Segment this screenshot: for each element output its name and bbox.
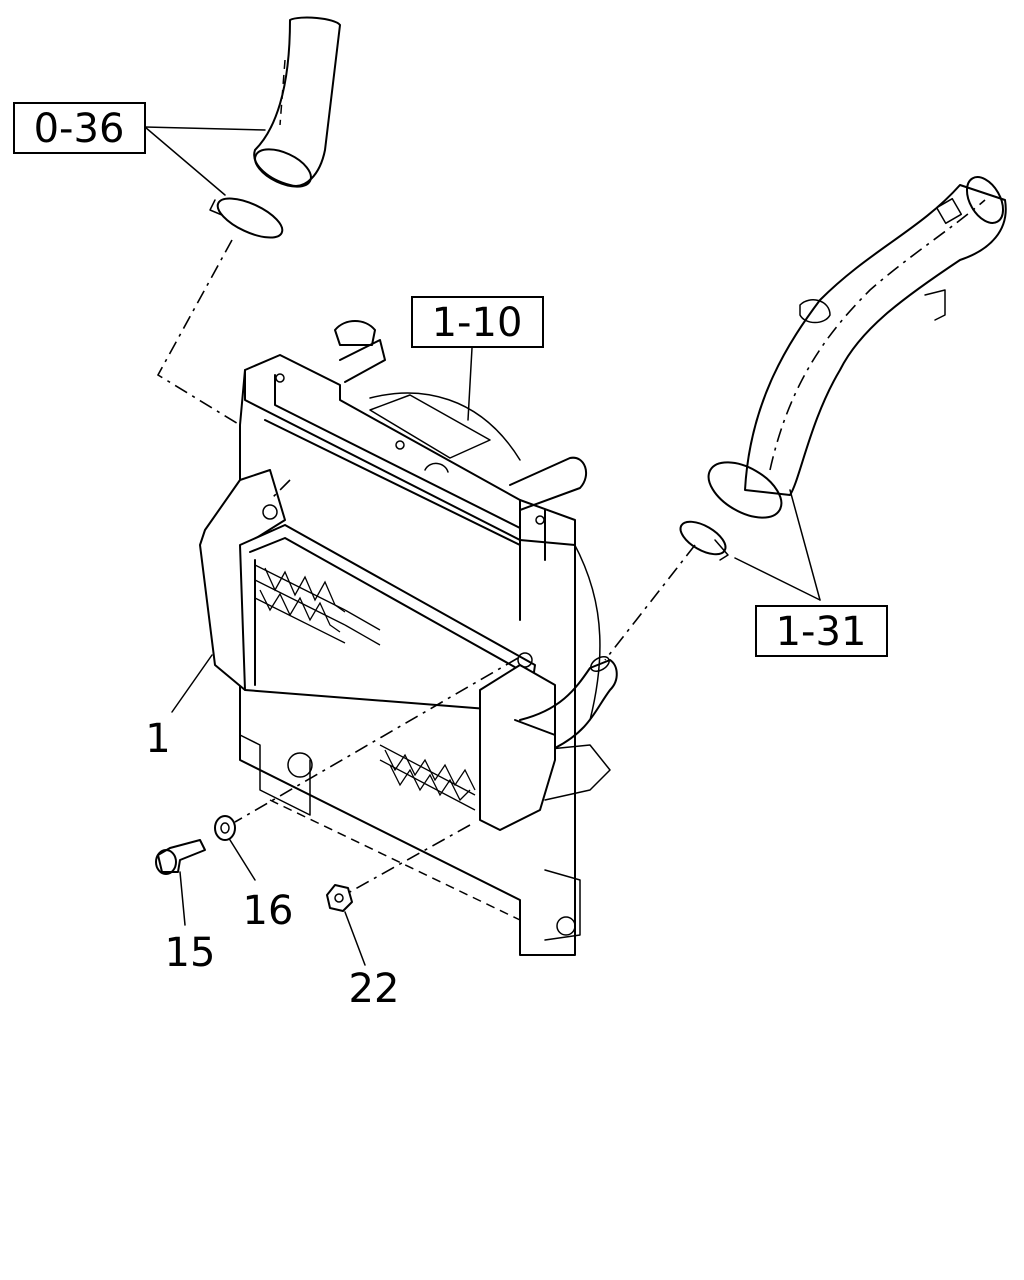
frame-bracket-right [539, 744, 611, 801]
upper-hose-mouth [254, 148, 312, 188]
intake-pipe-body [744, 184, 1007, 496]
radiator-top-tank-inner [274, 374, 521, 529]
drain-boss [287, 752, 313, 778]
ref-label-1-31: 1-31 [776, 609, 867, 655]
intake-pipe-clamp [679, 520, 727, 556]
ref-label-1-10: 1-10 [432, 300, 523, 346]
washer-outer [214, 815, 236, 841]
radiator-cap [334, 320, 376, 346]
leader-part-22 [344, 911, 366, 966]
align-washer-to-mount [234, 657, 519, 823]
fan-shroud-arc-top [369, 392, 521, 461]
frame-bottom-left [239, 734, 311, 816]
core-fins-upper [254, 564, 381, 646]
bolt-15 [155, 839, 206, 875]
radiator-label-plate [369, 394, 491, 459]
ref-box-1-31-frame [755, 605, 888, 657]
ref-label-0-36: 0-36 [34, 106, 125, 152]
intake-pipe-bracket [924, 289, 946, 321]
leader-part-15 [179, 871, 186, 926]
callout-part-22: 22 [349, 966, 400, 1012]
washer-inner [220, 822, 230, 834]
radiator-top-tank [244, 369, 576, 546]
align-clamp-to-intercooler [156, 239, 241, 426]
bolt-head [155, 849, 177, 875]
outlet-pipe-mouth [590, 656, 610, 672]
leader-part-16 [229, 839, 256, 881]
bolt-shank [157, 839, 206, 873]
leader-1-31-pipe [789, 489, 821, 601]
intercooler-intake-pipe [679, 176, 1007, 561]
plate-notch [424, 462, 449, 473]
mount-hole-left [275, 373, 285, 383]
intake-clamp-tab [714, 539, 729, 561]
core-fins-lower [379, 744, 476, 811]
radiator-upper-outlet [509, 456, 588, 511]
mount-hole-right [535, 515, 545, 525]
reference-box-1-10: 1-10 [411, 296, 544, 348]
reference-box-0-36: 0-36 [13, 102, 146, 154]
upper-hose-body [253, 16, 341, 187]
intake-pipe-sensor-port [935, 197, 963, 225]
frame-bottom-boss [556, 916, 576, 936]
align-left-tank [269, 479, 291, 501]
right-tank-mount [517, 652, 533, 668]
upper-hose-hidden-edge [279, 59, 286, 126]
intercooler [199, 469, 618, 831]
nut-hole [334, 893, 344, 903]
frame-hidden-edge [269, 799, 521, 921]
leader-1-31-clamp [734, 557, 821, 601]
right-tank-seam [514, 719, 556, 736]
ref-box-0-36-frame [13, 102, 146, 154]
left-tank-mount [262, 504, 278, 520]
intercooler-right-tank [479, 664, 556, 831]
intake-pipe-upper-mouth [965, 176, 1005, 224]
ref-box-1-10-frame [411, 296, 544, 348]
leader-1-10 [467, 347, 473, 421]
align-clamp-to-outlet [604, 544, 696, 661]
plate-rivet [395, 440, 405, 450]
leader-0-36-clamp [144, 126, 226, 196]
intake-pipe-centerline [769, 199, 986, 471]
reference-box-1-31: 1-31 [755, 605, 888, 657]
intake-pipe-fitting [799, 299, 831, 324]
callout-part-1: 1 [145, 716, 170, 762]
align-nut-to-mount [347, 824, 471, 894]
upper-hose-clamp [216, 197, 284, 239]
leader-0-36-hose [144, 126, 266, 131]
core-top-frame [249, 537, 521, 671]
nut-22 [326, 884, 353, 912]
leader-part-1 [171, 654, 213, 713]
frame-bottom-right [544, 869, 581, 941]
callout-part-15: 15 [165, 930, 216, 976]
washer-16 [214, 815, 236, 841]
callout-part-16: 16 [243, 888, 294, 934]
intake-pipe-lower-mouth [707, 461, 783, 519]
radiator-filler-neck [339, 339, 386, 383]
intercooler-outlet-pipe [519, 659, 618, 749]
radiator-core-top-edge [264, 419, 521, 546]
leader-lines [144, 126, 821, 966]
nut-body [326, 884, 353, 912]
upper-intake-hose [209, 16, 341, 239]
clamp-tab [209, 199, 223, 216]
